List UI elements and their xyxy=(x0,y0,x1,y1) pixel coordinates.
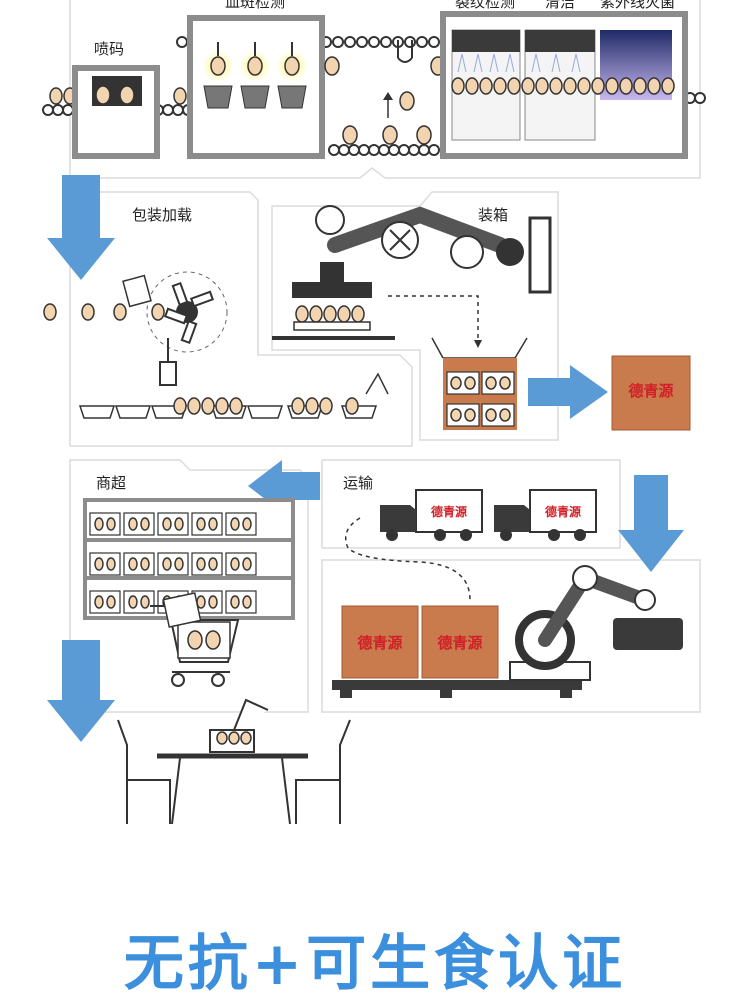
truck-1: 德青源 xyxy=(380,489,483,541)
brand-logo-truck-1: 德青源 xyxy=(431,504,467,519)
panel-boxing xyxy=(271,191,559,441)
label-transport: 运输 xyxy=(343,474,374,492)
arrow-right-1 xyxy=(528,365,608,419)
label-supermarket: 商超 xyxy=(96,474,127,492)
packing-station xyxy=(43,271,389,419)
spray-code-machine xyxy=(72,65,160,159)
sealed-box: 德青源 xyxy=(611,355,691,431)
label-clean: 清洁 xyxy=(545,0,576,11)
panel-packing xyxy=(69,191,413,447)
panel-palletizing xyxy=(321,559,701,713)
pallet-boxes: 德青源 德青源 xyxy=(332,605,582,698)
arrow-down-3 xyxy=(47,640,115,742)
label-shell-check: 裂纹检测 xyxy=(455,0,516,11)
label-blood-check: 血斑检测 xyxy=(225,0,286,11)
arrow-down-1 xyxy=(47,175,115,280)
egg-lift xyxy=(342,40,432,145)
brand-logo-pallet-1: 德青源 xyxy=(357,634,402,652)
truck-2: 德青源 xyxy=(494,489,597,541)
label-uv: 紫外线灭菌 xyxy=(600,0,676,11)
panel-transport xyxy=(321,459,621,549)
arrow-down-2 xyxy=(618,475,684,572)
clean-uv-chamber xyxy=(440,11,688,159)
diagram-canvas: 德青源 德青源 德青源 德青源 德青源 xyxy=(42,0,706,825)
blood-check-chamber xyxy=(187,15,486,159)
supermarket-shelves xyxy=(83,498,295,620)
label-spray-code: 喷码 xyxy=(94,40,125,58)
label-packing: 包装加载 xyxy=(132,206,193,224)
panel-outlines xyxy=(69,0,701,713)
shopping-cart xyxy=(150,592,240,687)
brand-logo-truck-2: 德青源 xyxy=(545,504,581,519)
brand-logo-pallet-2: 德青源 xyxy=(437,634,482,652)
label-boxing: 装箱 xyxy=(478,206,509,224)
egg-production-flow-diagram: 德青源 德青源 德青源 德青源 德青源 xyxy=(42,0,706,999)
palletizing-robot xyxy=(509,565,683,681)
dining-scene xyxy=(117,698,351,825)
brand-logo-box: 德青源 xyxy=(628,382,673,400)
boxing-station xyxy=(272,205,552,430)
footer-headline: 无抗+可生食认证 xyxy=(123,929,627,999)
